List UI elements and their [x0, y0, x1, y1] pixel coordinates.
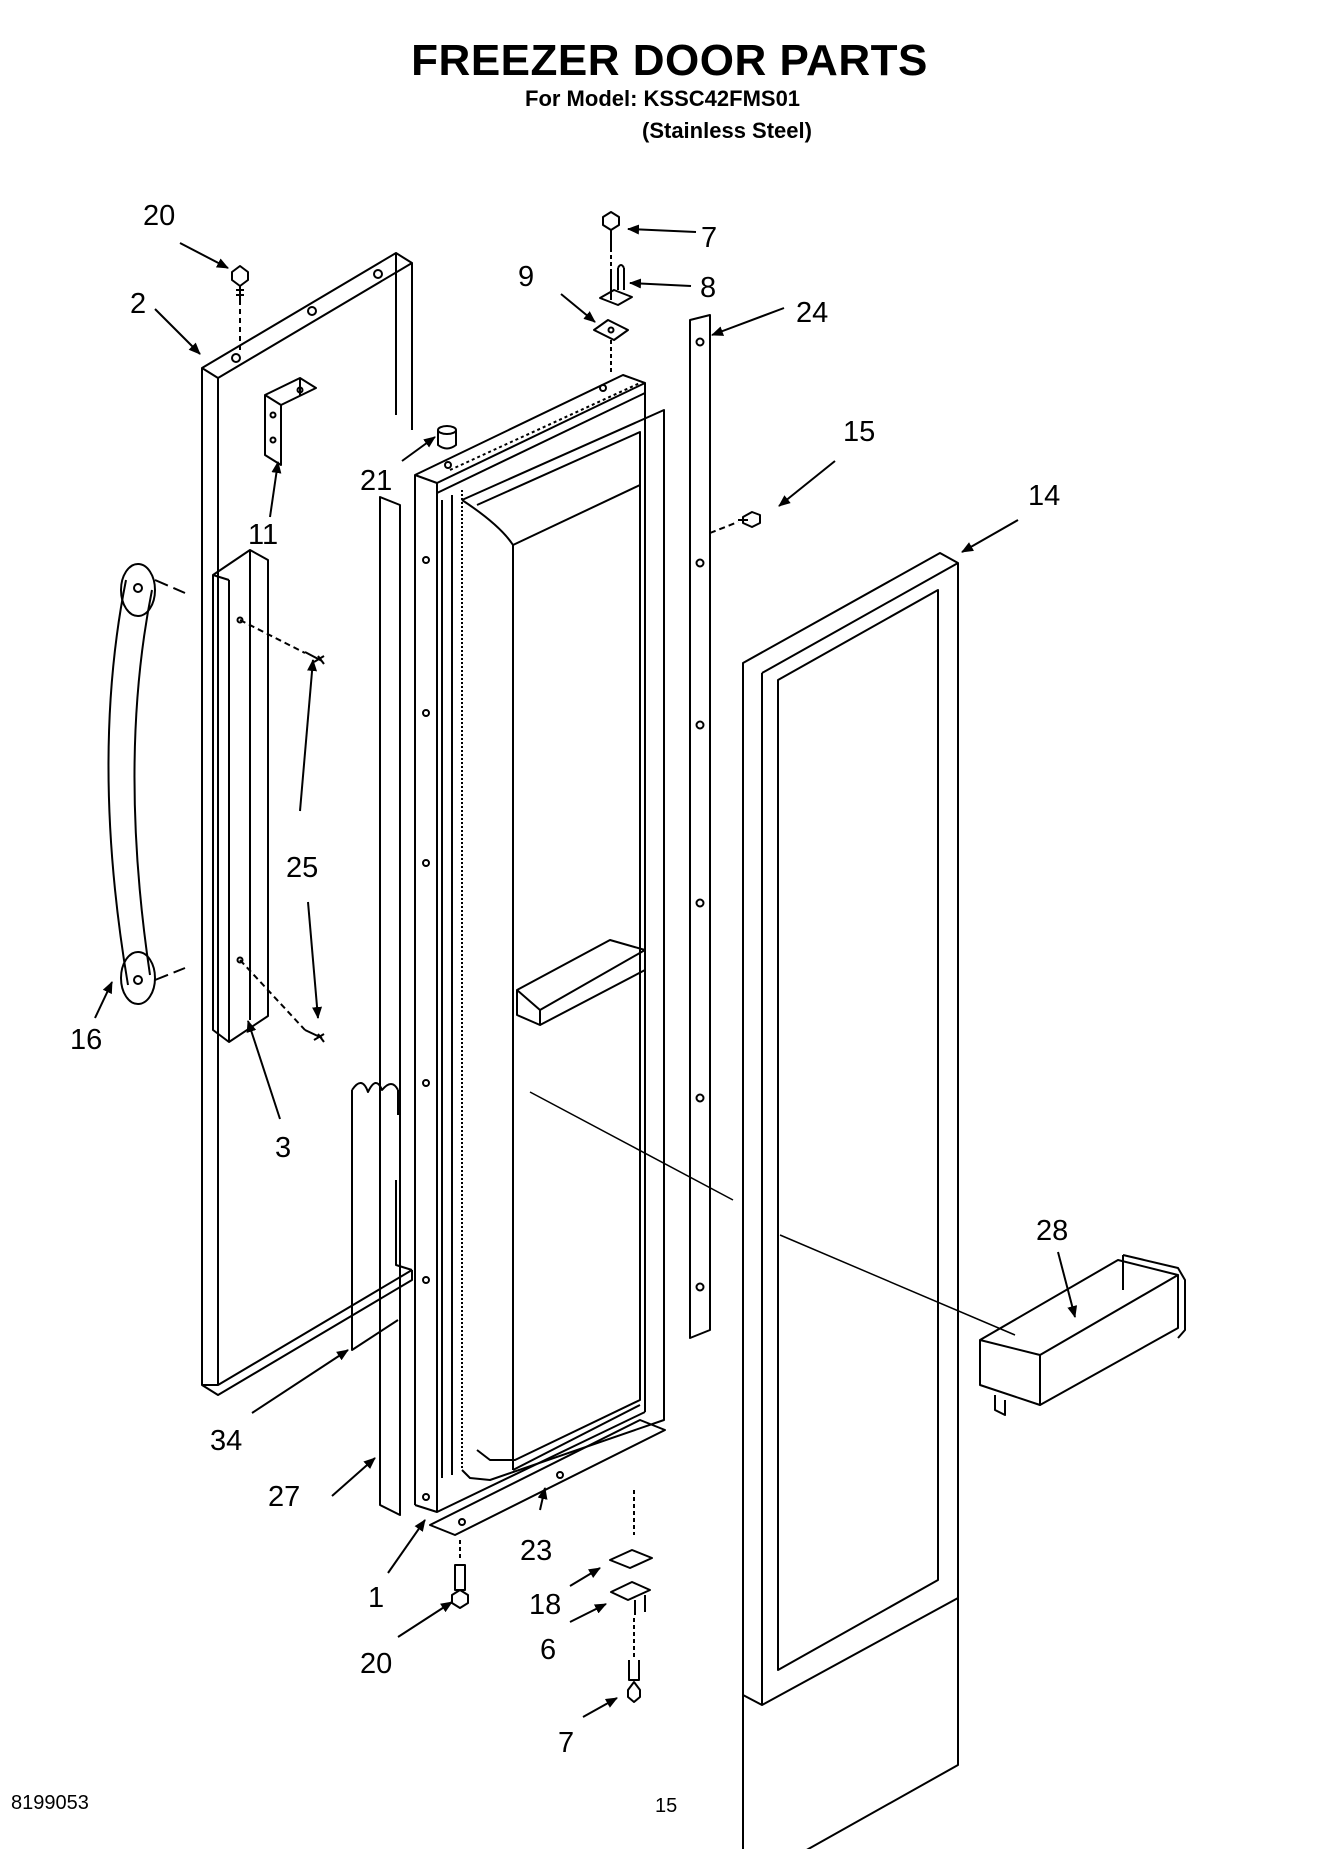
- strip-screw: [709, 511, 761, 534]
- callout-1: 1: [368, 1582, 384, 1614]
- hinge-side-strip: [689, 314, 711, 1339]
- callout-8: 8: [700, 272, 716, 304]
- door-gasket-strip: [379, 496, 401, 1516]
- page-title: FREEZER DOOR PARTS: [411, 36, 928, 85]
- hinge-bracket: [264, 377, 317, 466]
- callout-23: 23: [520, 1535, 552, 1567]
- callout-27: 27: [268, 1481, 300, 1513]
- callout-14: 14: [1028, 480, 1060, 512]
- callout-7-top: 7: [701, 222, 717, 254]
- callout-16: 16: [70, 1024, 102, 1056]
- callout-24: 24: [796, 297, 828, 329]
- door-plug: [437, 425, 457, 450]
- callout-3: 3: [275, 1132, 291, 1164]
- door-liner: [414, 374, 665, 1513]
- insulation-sheet: [351, 1082, 399, 1351]
- bottom-hinge-assembly: [451, 1490, 653, 1703]
- callout-20-top: 20: [143, 200, 175, 232]
- model-label: For Model: KSSC42FMS01: [525, 86, 801, 111]
- callout-7-bottom: 7: [558, 1727, 574, 1759]
- document-number: 8199053: [11, 1792, 89, 1814]
- callout-11: 11: [248, 519, 278, 551]
- callout-18: 18: [529, 1589, 561, 1621]
- door-gasket: [742, 552, 959, 1849]
- callout-21: 21: [360, 465, 392, 497]
- callout-34: 34: [210, 1425, 242, 1457]
- page-number: 15: [655, 1795, 678, 1817]
- handle-bracket: [212, 549, 269, 1043]
- callout-15: 15: [843, 416, 875, 448]
- top-hinge-assembly: [593, 211, 633, 375]
- variant-label: (Stainless Steel): [642, 118, 812, 143]
- callout-6: 6: [540, 1634, 556, 1666]
- door-handle: [107, 563, 186, 1005]
- guide-line-2: [779, 1234, 1016, 1336]
- bottom-plate: [429, 1419, 666, 1536]
- handle-screws: [239, 619, 325, 1043]
- callout-9: 9: [518, 261, 534, 293]
- callout-20-bottom: 20: [360, 1648, 392, 1680]
- top-screw: [231, 265, 249, 350]
- door-bin: [979, 1254, 1186, 1416]
- callout-28: 28: [1036, 1215, 1068, 1247]
- callout-2: 2: [130, 288, 146, 320]
- outer-door-panel: [201, 252, 413, 1396]
- guide-line: [529, 1091, 734, 1201]
- callout-25: 25: [286, 852, 318, 884]
